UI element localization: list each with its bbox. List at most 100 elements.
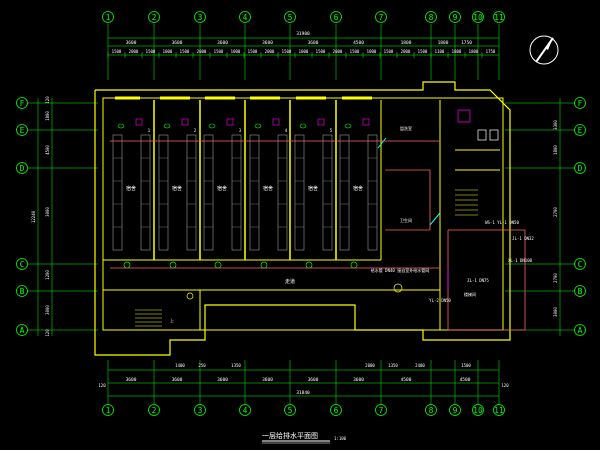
dim-bottom-row1-4: 3600 bbox=[308, 377, 319, 383]
dim-top-row1-1: 3600 bbox=[172, 40, 183, 46]
dim-top-row1-2: 3600 bbox=[217, 40, 228, 46]
room-label-stair: 楼梯间 bbox=[464, 291, 476, 297]
sanitary-fixture-icon bbox=[457, 109, 471, 123]
axis-bubble-top-4 bbox=[239, 11, 251, 23]
dorm-number-3: 4 bbox=[285, 128, 288, 133]
drawing-title: 一层给排水平面图 bbox=[262, 431, 318, 440]
sanitary-fixture-icon bbox=[163, 123, 171, 129]
bunk-bed bbox=[112, 134, 123, 251]
dim-bottom-row1-5: 3600 bbox=[353, 377, 364, 383]
bunk-bed bbox=[158, 134, 169, 251]
axis-label-top-11: 11 bbox=[494, 13, 504, 22]
axis-label-bottom-5: 5 bbox=[288, 406, 293, 415]
axis-bubble-bottom-3 bbox=[194, 404, 206, 416]
room-label-dorm-2: 宿舍 bbox=[217, 185, 227, 192]
axis-bubble-left-D bbox=[16, 162, 28, 174]
dim-bottom-row1-3: 3600 bbox=[262, 377, 273, 383]
dim-bottom-row2-0: 1400 bbox=[175, 363, 185, 368]
dim-top-total: 31900 bbox=[296, 31, 310, 37]
dim-top-row2-20: 1800 bbox=[452, 49, 462, 54]
axis-label-left-F: F bbox=[20, 99, 25, 108]
dim-top-row1-5: 4500 bbox=[353, 40, 364, 46]
axis-label-left-A: A bbox=[20, 326, 25, 335]
axis-label-right-C: C bbox=[578, 260, 583, 269]
room-label-toilet: 卫生间 bbox=[400, 217, 412, 223]
room-label-up: 上 bbox=[170, 317, 174, 323]
axis-bubble-right-D bbox=[574, 162, 586, 174]
dim-top-row2-15: 1000 bbox=[367, 49, 377, 54]
dim-bottom-left-120: 120 bbox=[98, 383, 106, 388]
axis-bubble-bottom-7 bbox=[375, 404, 387, 416]
room-label-dorm-3: 宿舍 bbox=[263, 185, 273, 192]
axis-label-right-A: A bbox=[578, 326, 583, 335]
note-right2: YL-2 DN50 bbox=[429, 298, 451, 303]
dim-bottom-right-120: 120 bbox=[501, 383, 509, 388]
dim-left-part-2: 4500 bbox=[45, 145, 50, 155]
sanitary-fixture-icon bbox=[135, 118, 143, 126]
axis-label-bottom-4: 4 bbox=[243, 406, 248, 415]
dim-top-row2-12: 1500 bbox=[316, 49, 326, 54]
dim-top-row2-7: 1000 bbox=[231, 49, 241, 54]
dim-top-row1-0: 3600 bbox=[126, 40, 137, 46]
dim-bottom-total: 31840 bbox=[296, 390, 310, 396]
axis-bubble-bottom-11 bbox=[493, 404, 505, 416]
room-label-dorm-0: 宿舍 bbox=[126, 185, 136, 192]
axis-bubble-top-5 bbox=[284, 11, 296, 23]
axis-bubble-right-E bbox=[574, 124, 586, 136]
room-label-dorm-1: 宿舍 bbox=[172, 185, 182, 192]
room-label-wash: 盥洗室 bbox=[400, 125, 412, 131]
axis-bubble-bottom-10 bbox=[472, 404, 484, 416]
bunk-bed bbox=[277, 134, 288, 251]
axis-bubble-left-A bbox=[16, 324, 28, 336]
floor-drain-icon bbox=[169, 261, 177, 269]
dorm-number-2: 3 bbox=[239, 128, 242, 133]
bunk-bed bbox=[203, 134, 214, 251]
bunk-bed bbox=[322, 134, 333, 251]
axis-bubble-bottom-4 bbox=[239, 404, 251, 416]
axis-bubble-bottom-5 bbox=[284, 404, 296, 416]
axis-label-right-E: E bbox=[578, 126, 583, 135]
dim-left-part-3: 3000 bbox=[45, 207, 50, 217]
bunk-bed bbox=[249, 134, 260, 251]
dim-bottom-row2-2: 1350 bbox=[231, 363, 241, 368]
axis-label-left-E: E bbox=[20, 126, 25, 135]
sanitary-fixture-icon bbox=[226, 118, 234, 126]
dim-top-row2-14: 1500 bbox=[350, 49, 360, 54]
axis-bubble-top-11 bbox=[493, 11, 505, 23]
dim-top-row2-11: 1000 bbox=[299, 49, 309, 54]
axis-label-bottom-6: 6 bbox=[334, 406, 339, 415]
dim-top-row2-4: 1500 bbox=[180, 49, 190, 54]
axis-label-top-3: 3 bbox=[198, 13, 203, 22]
floor-drain-icon bbox=[305, 261, 313, 269]
sanitary-fixture-icon bbox=[272, 118, 280, 126]
dim-left-part-5: 3000 bbox=[45, 305, 50, 315]
dim-top-row2-18: 1500 bbox=[418, 49, 428, 54]
dim-top-row2-8: 1500 bbox=[248, 49, 258, 54]
building-walls bbox=[94, 81, 511, 356]
axis-label-top-2: 2 bbox=[152, 13, 157, 22]
floor-drain-icon bbox=[350, 261, 358, 269]
dim-top-row2-22: 1750 bbox=[486, 49, 496, 54]
floor-drain-icon bbox=[214, 261, 222, 269]
axis-label-top-6: 6 bbox=[334, 13, 339, 22]
axis-label-bottom-11: 11 bbox=[494, 406, 504, 415]
sanitary-fixture-icon bbox=[344, 123, 352, 129]
dim-top-row1-8: 1750 bbox=[461, 40, 472, 46]
dim-right-part-4: 3000 bbox=[553, 307, 558, 317]
dim-top-row2-3: 1000 bbox=[163, 49, 173, 54]
sanitary-fixture-icon bbox=[477, 129, 487, 141]
sanitary-fixture-icon bbox=[181, 118, 189, 126]
axis-bubble-left-F bbox=[16, 97, 28, 109]
dim-left-part-0: 120 bbox=[45, 96, 50, 104]
axis-label-right-F: F bbox=[578, 99, 583, 108]
axis-label-bottom-7: 7 bbox=[379, 406, 384, 415]
dim-right-part-2: 2700 bbox=[553, 207, 558, 217]
axis-label-top-7: 7 bbox=[379, 13, 384, 22]
dim-right-part-0: 3300 bbox=[553, 120, 558, 130]
axis-label-right-D: D bbox=[578, 164, 583, 173]
axis-label-left-C: C bbox=[20, 260, 25, 269]
dim-top-row2-13: 2000 bbox=[333, 49, 343, 54]
axis-label-top-5: 5 bbox=[288, 13, 293, 22]
dim-top-row1-4: 3600 bbox=[308, 40, 319, 46]
